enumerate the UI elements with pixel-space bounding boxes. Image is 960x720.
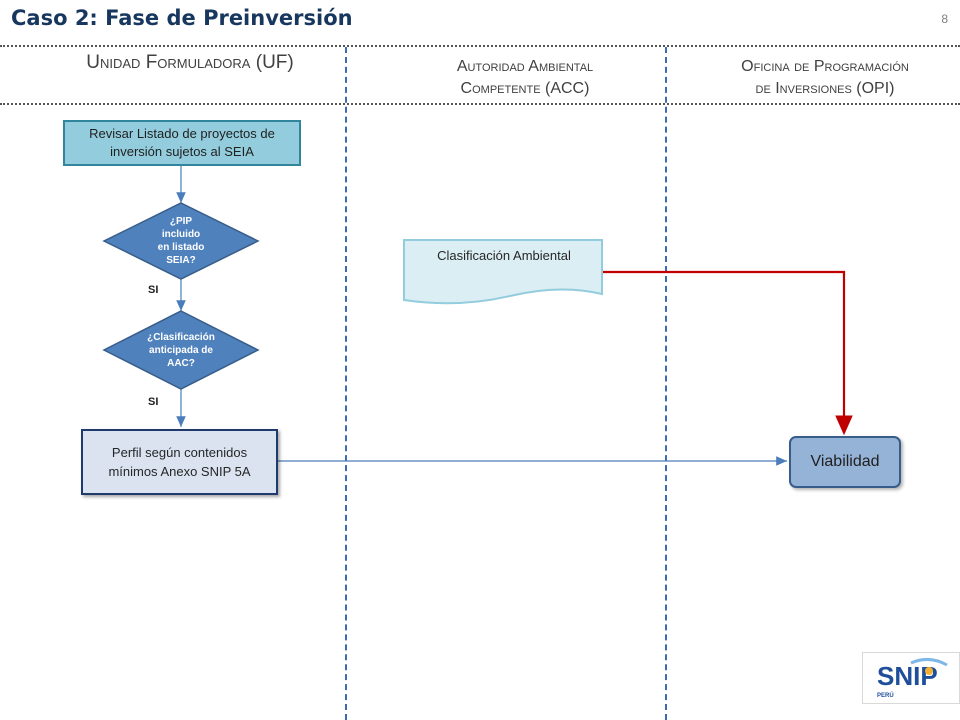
header-divider-top [0, 45, 960, 47]
svg-text:SNIP: SNIP [877, 661, 938, 691]
lane-header-acc-line1: Autoridad Ambiental [456, 58, 594, 75]
arrow-clasificacion-to-viabilidad [602, 270, 853, 436]
header-divider-bottom [0, 103, 960, 105]
si-label-2: SI [148, 396, 159, 408]
decision1-line3: en listado [157, 242, 205, 253]
decision2-line1: ¿Clasificación [147, 331, 215, 343]
decision2-line2: anticipada de [149, 344, 213, 356]
terminal-viabilidad: Viabilidad [789, 436, 901, 488]
decision1-line4: SEIA? [166, 255, 196, 266]
page-number: 8 [941, 12, 948, 26]
decision2-label: ¿Clasificación anticipada de AAC? [124, 322, 238, 378]
lane-header-opi-line1: Oficina de Programación [741, 58, 909, 75]
page-title: Caso 2: Fase de Preinversión [11, 6, 353, 30]
lane-header-uf: Unidad Formuladora (UF) [86, 52, 294, 73]
decision-diamond-1 [102, 202, 260, 280]
snip-logo: SNIP PERÚ [862, 652, 960, 704]
process-perfil: Perfil según contenidos mínimos Anexo SN… [81, 429, 278, 495]
lane-header-opi-line2: de Inversiones (OPI) [755, 80, 895, 97]
process-revisar-listado: Revisar Listado de proyectos de inversió… [63, 120, 301, 166]
lane-header-acc: Autoridad Ambiental Competente (ACC) [400, 56, 650, 100]
decision-diamond-2 [102, 310, 260, 390]
document-shape-clasificacion [403, 239, 603, 305]
lane-divider-2 [665, 47, 667, 720]
decision2-line3: AAC? [167, 357, 195, 369]
decision1-label: ¿PIP incluido en listado SEIA? [130, 207, 232, 275]
decision1-line1: ¿PIP [169, 216, 193, 227]
document-clasificacion-label: Clasificación Ambiental [437, 248, 571, 263]
decision1-line2: incluido [161, 229, 201, 240]
lane-header-opi: Oficina de Programación de Inversiones (… [700, 56, 950, 100]
lane-header-acc-line2: Competente (ACC) [460, 80, 590, 97]
svg-text:PERÚ: PERÚ [877, 692, 894, 699]
snip-logo-graphic: SNIP PERÚ [877, 658, 948, 699]
lane-divider-1 [345, 47, 347, 720]
si-label-1: SI [148, 284, 159, 296]
